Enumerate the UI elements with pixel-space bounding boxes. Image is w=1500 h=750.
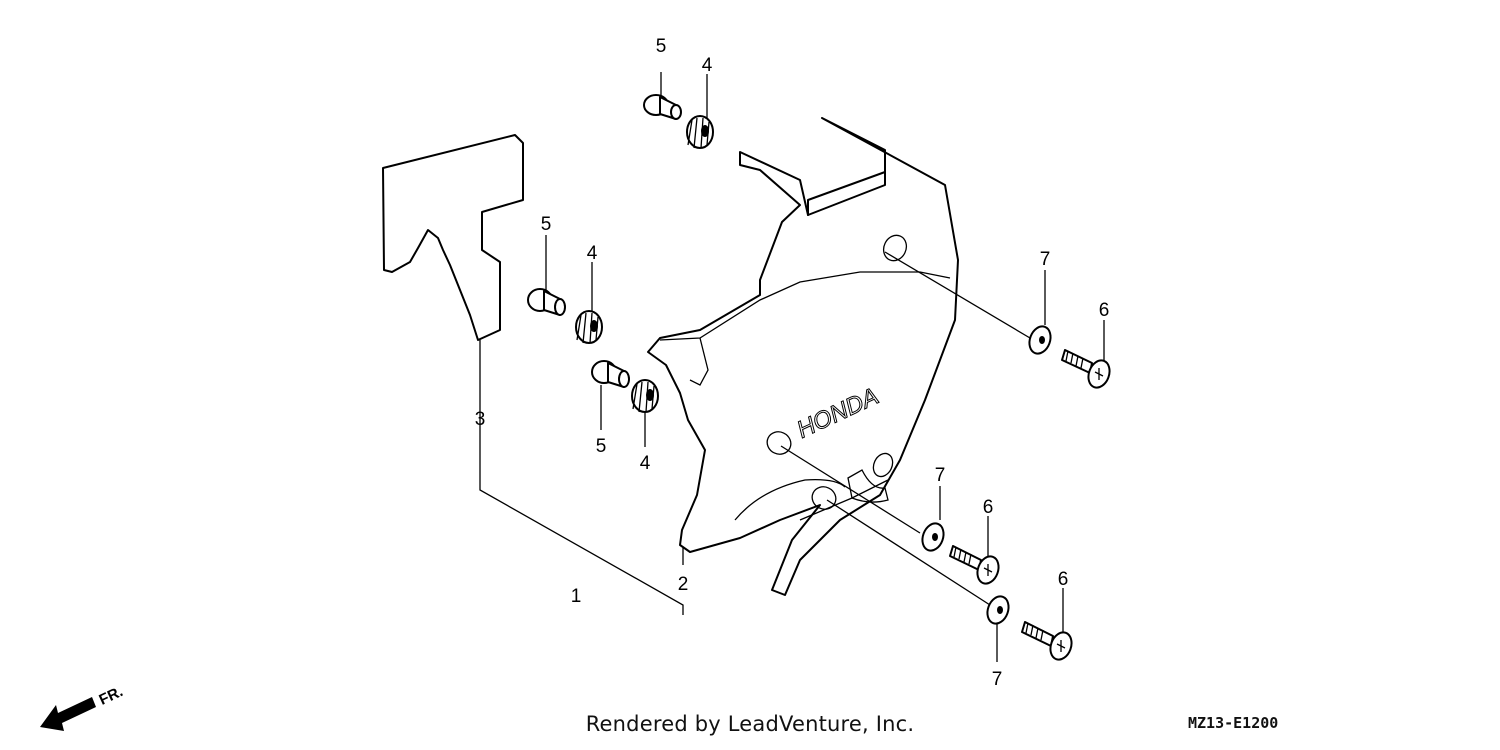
collar-top: [643, 94, 682, 120]
honda-logo: HONDA: [793, 383, 883, 444]
callout-4-lower: 4: [640, 453, 651, 474]
callouts: 1 2 3 4 4 4 5 5 5 6 6 6 7 7 7: [475, 36, 1110, 690]
callout-5-top: 5: [656, 36, 667, 57]
callout-4-middle: 4: [587, 243, 598, 264]
bolt-middle: [949, 545, 1000, 585]
callout-6-lower: 6: [1058, 569, 1069, 590]
callout-7-lower: 7: [992, 669, 1003, 690]
leader-lines: [479, 72, 1105, 662]
render-credit: Rendered by LeadVenture, Inc.: [585, 712, 915, 736]
grommet-top: [686, 115, 714, 149]
direction-label: FR.: [97, 683, 126, 709]
grommet-middle: [575, 310, 603, 344]
washer-lower: [986, 595, 1010, 625]
callout-6-upper: 6: [1099, 300, 1110, 321]
drive-cover: HONDA: [647, 117, 959, 596]
bolt-lower: [1021, 621, 1073, 661]
callout-5-middle: 5: [541, 214, 552, 235]
callout-5-lower: 5: [596, 436, 607, 457]
insulator-pad: [382, 134, 524, 341]
collar-middle: [527, 288, 566, 316]
callout-2: 2: [678, 574, 689, 595]
diagram-code: MZ13-E1200: [1188, 714, 1279, 732]
direction-arrow-icon: [40, 697, 96, 731]
collar-lower: [591, 360, 630, 388]
callout-1: 1: [571, 586, 582, 607]
washer-upper: [1028, 325, 1052, 355]
callout-7-middle: 7: [935, 465, 946, 486]
callout-6-middle: 6: [983, 497, 994, 518]
washer-middle: [921, 522, 945, 552]
grommet-lower: [631, 379, 659, 413]
callout-7-upper: 7: [1040, 249, 1051, 270]
bolt-upper: [1061, 349, 1111, 389]
callout-3: 3: [475, 409, 486, 430]
callout-4-top: 4: [702, 55, 713, 76]
